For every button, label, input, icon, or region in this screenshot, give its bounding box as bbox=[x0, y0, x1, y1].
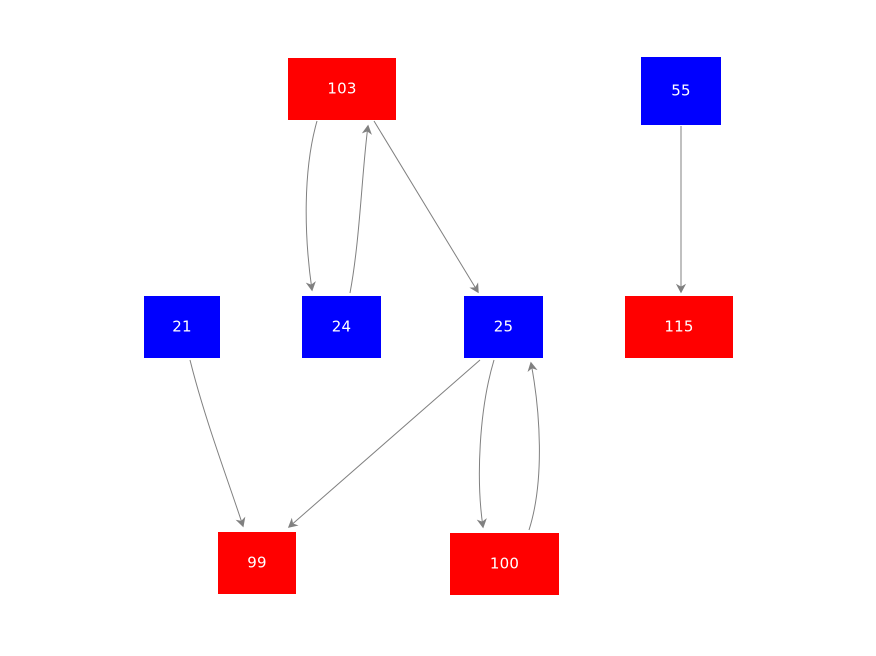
graph-edge-25-to-100 bbox=[476, 359, 495, 529]
edges-group bbox=[189, 120, 687, 531]
graph-node-24[interactable]: 24 bbox=[302, 296, 381, 358]
graph-node-21[interactable]: 21 bbox=[144, 296, 220, 358]
graph-node-label: 55 bbox=[671, 81, 691, 99]
graph-node-115[interactable]: 115 bbox=[625, 296, 733, 358]
graph-node-label: 25 bbox=[493, 317, 514, 335]
graph-node-label: 99 bbox=[247, 553, 267, 571]
graph-node-25[interactable]: 25 bbox=[464, 296, 543, 358]
graph-node-label: 100 bbox=[489, 554, 520, 572]
graph-edge-100-to-25 bbox=[527, 361, 540, 531]
graph-node-55[interactable]: 55 bbox=[641, 57, 721, 125]
graph-node-label: 21 bbox=[172, 317, 192, 335]
graph-edge-25-to-99 bbox=[287, 359, 481, 528]
graph-node-label: 115 bbox=[664, 317, 694, 335]
graph-edge-24-to-103 bbox=[349, 124, 372, 294]
graph-node-103[interactable]: 103 bbox=[288, 58, 396, 120]
graph-edge-103-to-24 bbox=[305, 120, 318, 292]
graph-edge-21-to-99 bbox=[189, 359, 246, 528]
graph-node-label: 24 bbox=[331, 317, 352, 335]
graph-node-100[interactable]: 100 bbox=[450, 533, 559, 595]
graph-node-99[interactable]: 99 bbox=[218, 532, 296, 594]
graph-node-label: 103 bbox=[327, 79, 357, 97]
graph-edge-103-to-25 bbox=[373, 120, 479, 294]
